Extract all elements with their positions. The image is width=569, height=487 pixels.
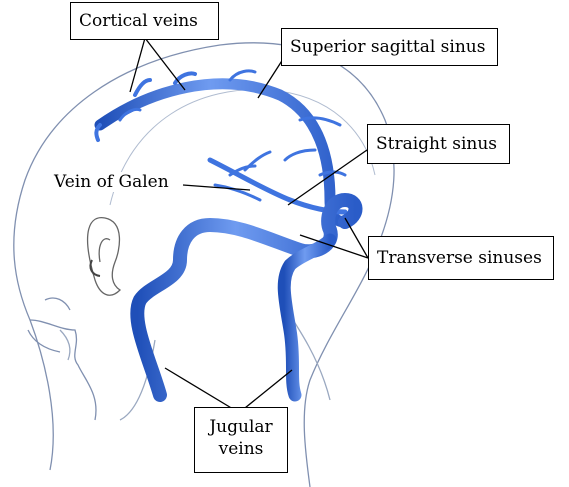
vein-network [94, 69, 363, 402]
jugular-veins-line1: Jugular [209, 417, 273, 437]
vein-of-galen-label: Vein of Galen [52, 172, 171, 192]
superior-sagittal-sinus-vessel [94, 78, 351, 228]
superior-sagittal-sinus-label: Superior sagittal sinus [281, 28, 498, 66]
second-jugular-vessel [277, 233, 337, 402]
straight-sinus-label: Straight sinus [367, 124, 510, 164]
jugular-veins-line2: veins [218, 439, 264, 459]
leader-lines [129, 37, 369, 413]
head-outline [13, 42, 395, 487]
jugular-veins-label: Jugular veins [194, 407, 288, 473]
transverse-sinuses-label: Transverse sinuses [368, 236, 554, 280]
cortical-veins-label: Cortical veins [70, 2, 219, 40]
transverse-sinus-vessel [130, 192, 363, 402]
